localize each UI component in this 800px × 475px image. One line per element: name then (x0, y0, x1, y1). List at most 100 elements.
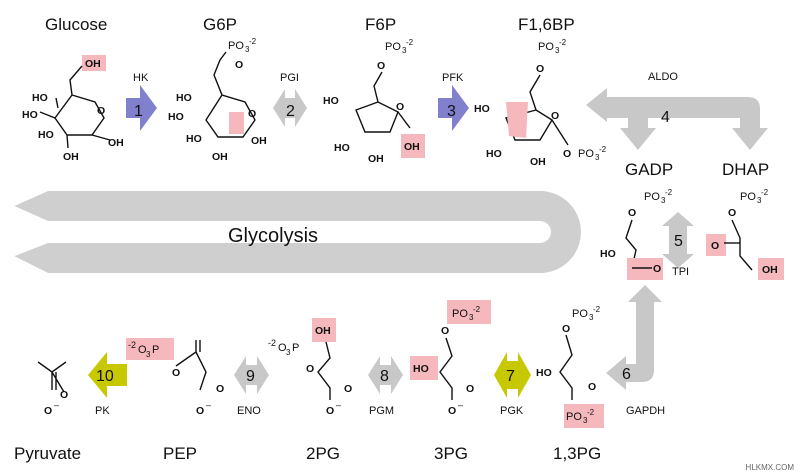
svg-text:HO: HO (334, 142, 350, 154)
dhap-structure: PO 3 -2 O O OH (706, 188, 784, 280)
svg-text:OH: OH (108, 137, 124, 149)
f16bp-structure: PO 3 -2 O O O PO 3 -2 HO HO OH (474, 38, 607, 168)
svg-text:O: O (278, 342, 287, 354)
enzyme-gapdh: GAPDH (626, 405, 665, 417)
svg-text:O: O (44, 405, 52, 417)
2pg-structure: OH -2 O 3 P O O O – (268, 318, 352, 417)
enzyme-pgk: PGK (500, 405, 524, 417)
eno-arrow (234, 356, 269, 394)
svg-text:3: 3 (555, 46, 560, 55)
svg-text:O: O (97, 105, 105, 117)
svg-text:O: O (172, 367, 180, 379)
tpi-arrow (662, 212, 694, 268)
svg-text:3: 3 (469, 313, 474, 322)
svg-text:-2: -2 (268, 338, 276, 348)
3pg-structure: PO 3 -2 O HO O O – (410, 300, 491, 417)
svg-text:O: O (216, 383, 224, 395)
svg-text:HO: HO (474, 103, 490, 115)
svg-text:O: O (138, 344, 147, 356)
svg-text:–: – (206, 400, 211, 410)
svg-text:P: P (152, 344, 159, 356)
svg-text:O: O (344, 383, 352, 395)
svg-text:P: P (292, 342, 299, 354)
svg-text:–: – (336, 400, 341, 410)
step-1-number: 1 (134, 103, 143, 120)
svg-text:O: O (711, 240, 719, 252)
compound-pyruvate: Pyruvate (14, 444, 81, 463)
svg-text:-2: -2 (587, 408, 595, 417)
compound-2pg: 2PG (306, 444, 340, 463)
enzyme-pfk: PFK (442, 72, 464, 84)
glycolysis-label: Glycolysis (228, 225, 318, 247)
svg-text:HO: HO (486, 148, 502, 160)
svg-text:O: O (536, 63, 544, 75)
svg-text:-2: -2 (559, 38, 567, 47)
svg-text:-2: -2 (593, 305, 601, 314)
svg-text:O: O (728, 207, 736, 219)
step-9-number: 9 (246, 368, 255, 385)
svg-text:3: 3 (595, 153, 600, 162)
svg-text:PO: PO (572, 308, 588, 320)
enzyme-tpi: TPI (672, 266, 689, 278)
pgk-arrow (494, 352, 531, 398)
gapdh-arrow (606, 285, 662, 390)
svg-text:HO: HO (32, 92, 48, 104)
svg-text:O: O (653, 263, 661, 275)
svg-text:OH: OH (762, 264, 778, 276)
glycolysis-band (9, 189, 583, 275)
svg-text:-2: -2 (406, 38, 414, 47)
svg-text:-2: -2 (599, 145, 607, 154)
step-7-number: 7 (506, 368, 515, 385)
aldo-arrow (586, 88, 768, 150)
svg-text:HO: HO (413, 363, 429, 375)
svg-text:OH: OH (368, 153, 384, 165)
svg-text:–: – (458, 400, 463, 410)
f6p-structure: PO 3 -2 O O OH HO HO OH (323, 38, 425, 165)
svg-text:O: O (377, 60, 385, 72)
svg-text:–: – (54, 400, 59, 410)
svg-text:PO: PO (538, 41, 554, 53)
step-5-number: 5 (674, 233, 683, 250)
svg-text:OH: OH (251, 135, 267, 147)
step-6-number: 6 (622, 366, 631, 383)
svg-text:3: 3 (402, 46, 407, 55)
svg-text:HO: HO (600, 248, 616, 260)
svg-text:OH: OH (63, 151, 79, 163)
svg-text:O: O (396, 101, 404, 113)
svg-text:3: 3 (583, 416, 588, 425)
compound-dhap: DHAP (722, 160, 769, 179)
svg-text:OH: OH (315, 325, 331, 337)
svg-text:O: O (551, 110, 559, 122)
g6p-structure: PO 3 -2 O O HO HO HO OH OH (168, 37, 267, 163)
svg-text:HO: HO (536, 367, 552, 379)
gadp-structure: PO 3 -2 O HO O (600, 188, 673, 280)
compound-glucose: Glucose (45, 15, 107, 34)
svg-text:OH: OH (85, 58, 101, 70)
svg-text:O: O (306, 363, 314, 375)
svg-text:HO: HO (323, 95, 339, 107)
svg-text:OH: OH (212, 151, 228, 163)
pyruvate-structure: O O – (37, 361, 68, 417)
svg-text:O: O (441, 325, 449, 337)
svg-text:O: O (563, 148, 571, 160)
svg-text:HO: HO (176, 92, 192, 104)
compound-13pg: 1,3PG (553, 444, 601, 463)
svg-text:HO: HO (22, 109, 38, 121)
hk-arrow (126, 85, 157, 131)
svg-text:HO: HO (186, 133, 202, 145)
svg-text:3: 3 (146, 350, 151, 359)
step-3-number: 3 (447, 103, 456, 120)
svg-text:-2: -2 (761, 188, 769, 197)
svg-text:O: O (588, 381, 596, 393)
svg-text:3: 3 (286, 348, 291, 357)
svg-text:PO: PO (740, 191, 756, 203)
svg-text:O: O (562, 323, 570, 335)
svg-text:O: O (248, 108, 256, 120)
compound-gadp: GADP (625, 160, 673, 179)
svg-text:OH: OH (530, 156, 546, 168)
svg-text:-2: -2 (665, 188, 673, 197)
svg-text:O: O (628, 207, 636, 219)
svg-text:3: 3 (589, 313, 594, 322)
